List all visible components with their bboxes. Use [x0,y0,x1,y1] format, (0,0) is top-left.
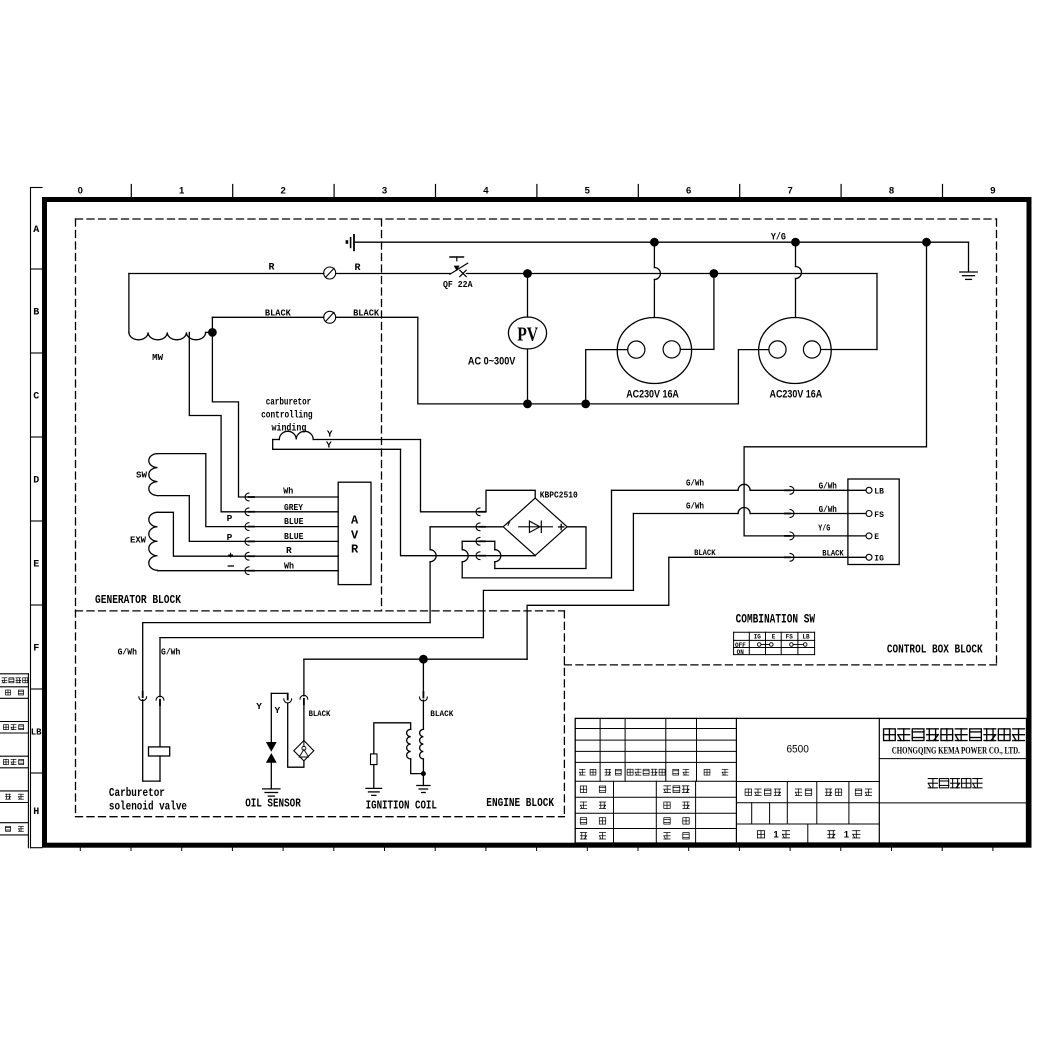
svg-text:E: E [772,633,776,640]
svg-text:2: 2 [280,186,285,197]
svg-text:LB: LB [802,633,810,640]
svg-text:1: 1 [844,830,850,841]
svg-text:G/Wh: G/Wh [161,646,181,657]
svg-text:V: V [351,528,359,542]
svg-text:1: 1 [773,830,779,841]
svg-text:Y: Y [274,705,280,716]
svg-text:solenoid valve: solenoid valve [109,800,187,813]
svg-text:controlling: controlling [261,409,313,421]
svg-text:AC230V 16A: AC230V 16A [770,389,823,401]
svg-text:4: 4 [483,186,489,197]
svg-text:G/Wh: G/Wh [819,481,837,492]
svg-text:Wh: Wh [283,486,293,497]
svg-text:BLACK: BLACK [694,548,716,558]
svg-text:G/Wh: G/Wh [118,646,138,657]
svg-text:GREY: GREY [284,502,303,513]
svg-text:QF 22A: QF 22A [443,279,473,290]
svg-text:A: A [351,513,359,527]
svg-text:Y: Y [327,428,333,439]
svg-text:CONTROL BOX BLOCK: CONTROL BOX BLOCK [887,642,983,656]
svg-text:BLUE: BLUE [284,531,304,542]
svg-text:OFF: OFF [735,642,746,649]
svg-text:G/Wh: G/Wh [819,504,837,515]
svg-text:3: 3 [382,186,387,197]
svg-text:LB: LB [874,488,884,497]
svg-text:6: 6 [686,186,691,197]
svg-text:G/Wh: G/Wh [686,501,704,512]
svg-text:SW: SW [136,470,147,481]
svg-text:0: 0 [78,186,83,197]
svg-text:P: P [227,513,233,524]
svg-text:winding: winding [272,422,307,434]
svg-text:BLACK: BLACK [353,307,379,318]
svg-text:C: C [33,392,39,403]
svg-text:ENGINE BLOCK: ENGINE BLOCK [486,796,554,810]
svg-text:7: 7 [787,186,792,197]
svg-text:Carburetor: Carburetor [109,787,165,800]
svg-text:6500: 6500 [786,743,809,755]
svg-text:MW: MW [152,352,163,363]
svg-text:EXW: EXW [130,535,146,546]
svg-text:AC 0~300V: AC 0~300V [468,355,516,367]
svg-text:Wh: Wh [284,560,294,571]
svg-text:R: R [354,263,360,274]
svg-text:D: D [33,476,39,487]
svg-text:8: 8 [889,186,894,197]
svg-text:carburetor: carburetor [266,396,312,408]
svg-text:BLUE: BLUE [284,516,304,527]
svg-text:AC230V 16A: AC230V 16A [626,389,679,401]
svg-text:Y/G: Y/G [771,231,786,243]
svg-text:FS: FS [874,511,884,520]
svg-text:BLACK: BLACK [430,709,454,719]
svg-text:KBPC2510: KBPC2510 [540,490,578,501]
svg-text:R: R [286,545,292,556]
svg-text:GENERATOR BLOCK: GENERATOR BLOCK [95,593,182,607]
svg-text:E: E [874,533,879,542]
svg-text:G/Wh: G/Wh [686,477,704,488]
svg-text:R: R [351,543,359,557]
svg-text:OIL SENSOR: OIL SENSOR [245,797,301,810]
svg-text:LB: LB [31,728,42,738]
svg-text:E: E [33,560,39,571]
svg-text:FS: FS [786,633,794,640]
svg-text:A: A [33,225,39,236]
svg-text:H: H [33,807,39,818]
svg-text:IGNITION COIL: IGNITION COIL [366,799,437,812]
svg-text:ON: ON [737,649,745,656]
svg-text:R: R [268,262,274,273]
svg-text:CHONGQING KEMA POWER CO., LTD.: CHONGQING KEMA POWER CO., LTD. [892,746,1020,756]
svg-text:1: 1 [179,186,185,197]
svg-text:BLACK: BLACK [265,307,291,318]
svg-text:PV: PV [517,324,538,346]
svg-text:+: + [228,550,234,561]
svg-text:Y/G: Y/G [818,522,830,533]
svg-text:BLACK: BLACK [309,709,331,719]
svg-text:9: 9 [990,186,995,197]
svg-text:Y: Y [326,440,332,451]
svg-text:COMBINATION SW: COMBINATION SW [736,612,816,627]
svg-text:IG: IG [874,555,884,564]
svg-text:P: P [227,532,233,543]
svg-text:5: 5 [585,186,591,197]
svg-text:BLACK: BLACK [822,548,844,558]
svg-text:IG: IG [754,633,762,640]
svg-text:F: F [33,644,39,655]
svg-text:B: B [33,308,39,319]
svg-text:Y: Y [256,701,262,712]
